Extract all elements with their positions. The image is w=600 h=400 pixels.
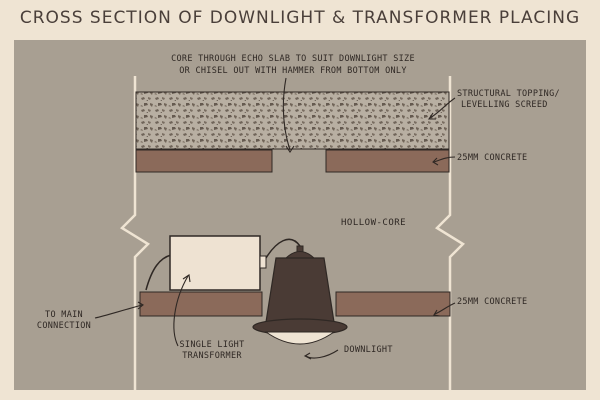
lower-concrete-label: 25MM CONCRETE bbox=[457, 297, 527, 307]
topping-label-line2: LEVELLING SCREED bbox=[461, 100, 548, 110]
downlight-lens bbox=[264, 331, 336, 345]
lower-concrete-right bbox=[335, 291, 451, 317]
screed-layer bbox=[135, 91, 450, 150]
downlight-arrowhead bbox=[303, 352, 312, 360]
downlight-label: DOWNLIGHT bbox=[344, 345, 393, 355]
main-cable bbox=[145, 254, 172, 291]
leader-lines bbox=[94, 77, 456, 360]
transformer-box bbox=[169, 235, 261, 291]
transformer-leader bbox=[173, 275, 189, 347]
upper-concrete-arrowhead bbox=[432, 157, 439, 166]
transformer-terminal bbox=[259, 255, 267, 269]
main-leader bbox=[94, 304, 143, 319]
lower-concrete-arrowhead bbox=[433, 309, 441, 317]
topping-arrowhead bbox=[427, 112, 436, 120]
topping-label-line1: STRUCTURAL TOPPING/ bbox=[457, 89, 560, 99]
main-connection-label-line1: TO MAIN bbox=[45, 310, 83, 320]
core-label-line2: OR CHISEL OUT WITH HAMMER FROM BOTTOM ON… bbox=[179, 66, 407, 76]
hollow-core-label: HOLLOW-CORE bbox=[341, 218, 406, 228]
main-connection-label-line2: CONNECTION bbox=[37, 321, 91, 331]
left-break-line bbox=[119, 76, 151, 398]
upper-concrete-label: 25MM CONCRETE bbox=[457, 153, 527, 163]
upper-concrete-left bbox=[135, 149, 273, 173]
transformer-label-line2: TRANSFORMER bbox=[182, 351, 242, 361]
lower-concrete-leader bbox=[434, 302, 456, 315]
right-break-line bbox=[434, 76, 466, 398]
core-label-line1: CORE THROUGH ECHO SLAB TO SUIT DOWNLIGHT… bbox=[171, 54, 415, 64]
main-arrowhead bbox=[137, 301, 144, 310]
transformer-label-line1: SINGLE LIGHT bbox=[179, 340, 244, 350]
lower-concrete-left bbox=[139, 291, 263, 317]
topping-leader bbox=[429, 97, 456, 119]
upper-concrete-leader bbox=[433, 156, 456, 163]
downlight-cable bbox=[265, 238, 301, 259]
core-arrowhead bbox=[285, 145, 295, 153]
core-leader bbox=[282, 77, 291, 151]
upper-concrete-right bbox=[325, 149, 450, 173]
diagram-title: CROSS SECTION OF DOWNLIGHT & TRANSFORMER… bbox=[19, 8, 581, 28]
downlight-body bbox=[265, 257, 335, 323]
transformer-arrowhead bbox=[182, 274, 191, 283]
